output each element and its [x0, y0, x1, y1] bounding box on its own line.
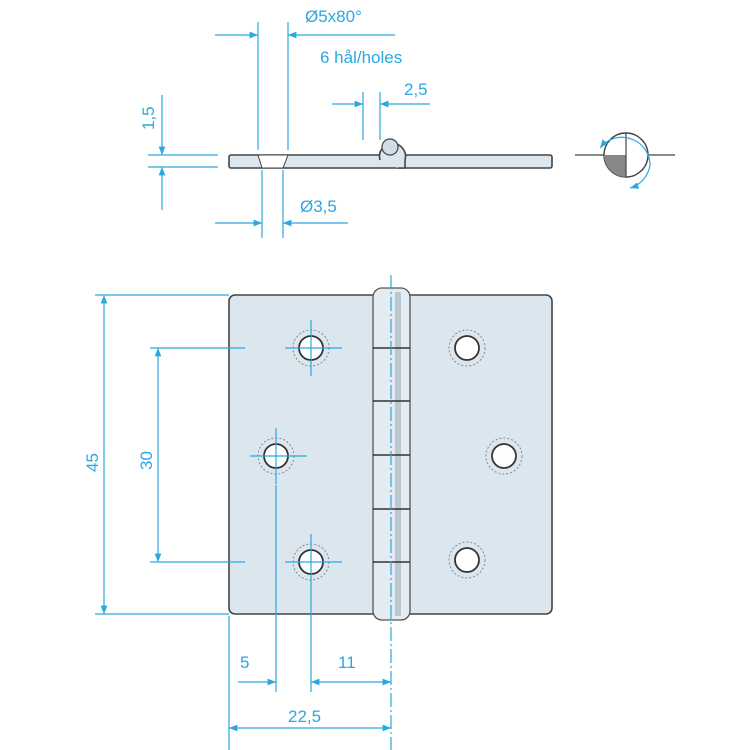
holes-count-label: 6 hål/holes — [320, 48, 402, 67]
projection-symbol — [575, 132, 675, 189]
thickness-label: 1,5 — [139, 106, 158, 130]
side-view — [228, 138, 553, 169]
dimension-hole-diameter: Ø3,5 — [215, 170, 348, 238]
hole — [448, 541, 486, 579]
dimension-thickness: 1,5 — [139, 95, 218, 210]
pin-offset-label: 11 — [338, 653, 356, 672]
hole — [448, 329, 486, 367]
dimension-height: 45 — [83, 294, 229, 615]
front-view — [228, 275, 553, 750]
half-width-label: 22,5 — [288, 707, 321, 726]
dimension-countersink: Ø5x80° 6 hål/holes — [215, 7, 402, 150]
hole — [485, 437, 523, 475]
countersink-label: Ø5x80° — [305, 7, 362, 26]
hole-centerlines — [250, 320, 342, 590]
hole-diameter-label: Ø3,5 — [300, 197, 337, 216]
countersunk-hole-section — [257, 154, 289, 169]
height-label: 45 — [83, 453, 102, 472]
pin-section — [381, 138, 399, 156]
dimension-knuckle: 2,5 — [332, 80, 430, 140]
knuckle-label: 2,5 — [404, 80, 428, 99]
dimension-hole-spacing: 30 — [137, 347, 245, 563]
hole-spacing-label: 30 — [137, 451, 156, 470]
edge-offset-label: 5 — [240, 653, 249, 672]
dimension-bottom: 5 11 22,5 — [228, 485, 391, 750]
